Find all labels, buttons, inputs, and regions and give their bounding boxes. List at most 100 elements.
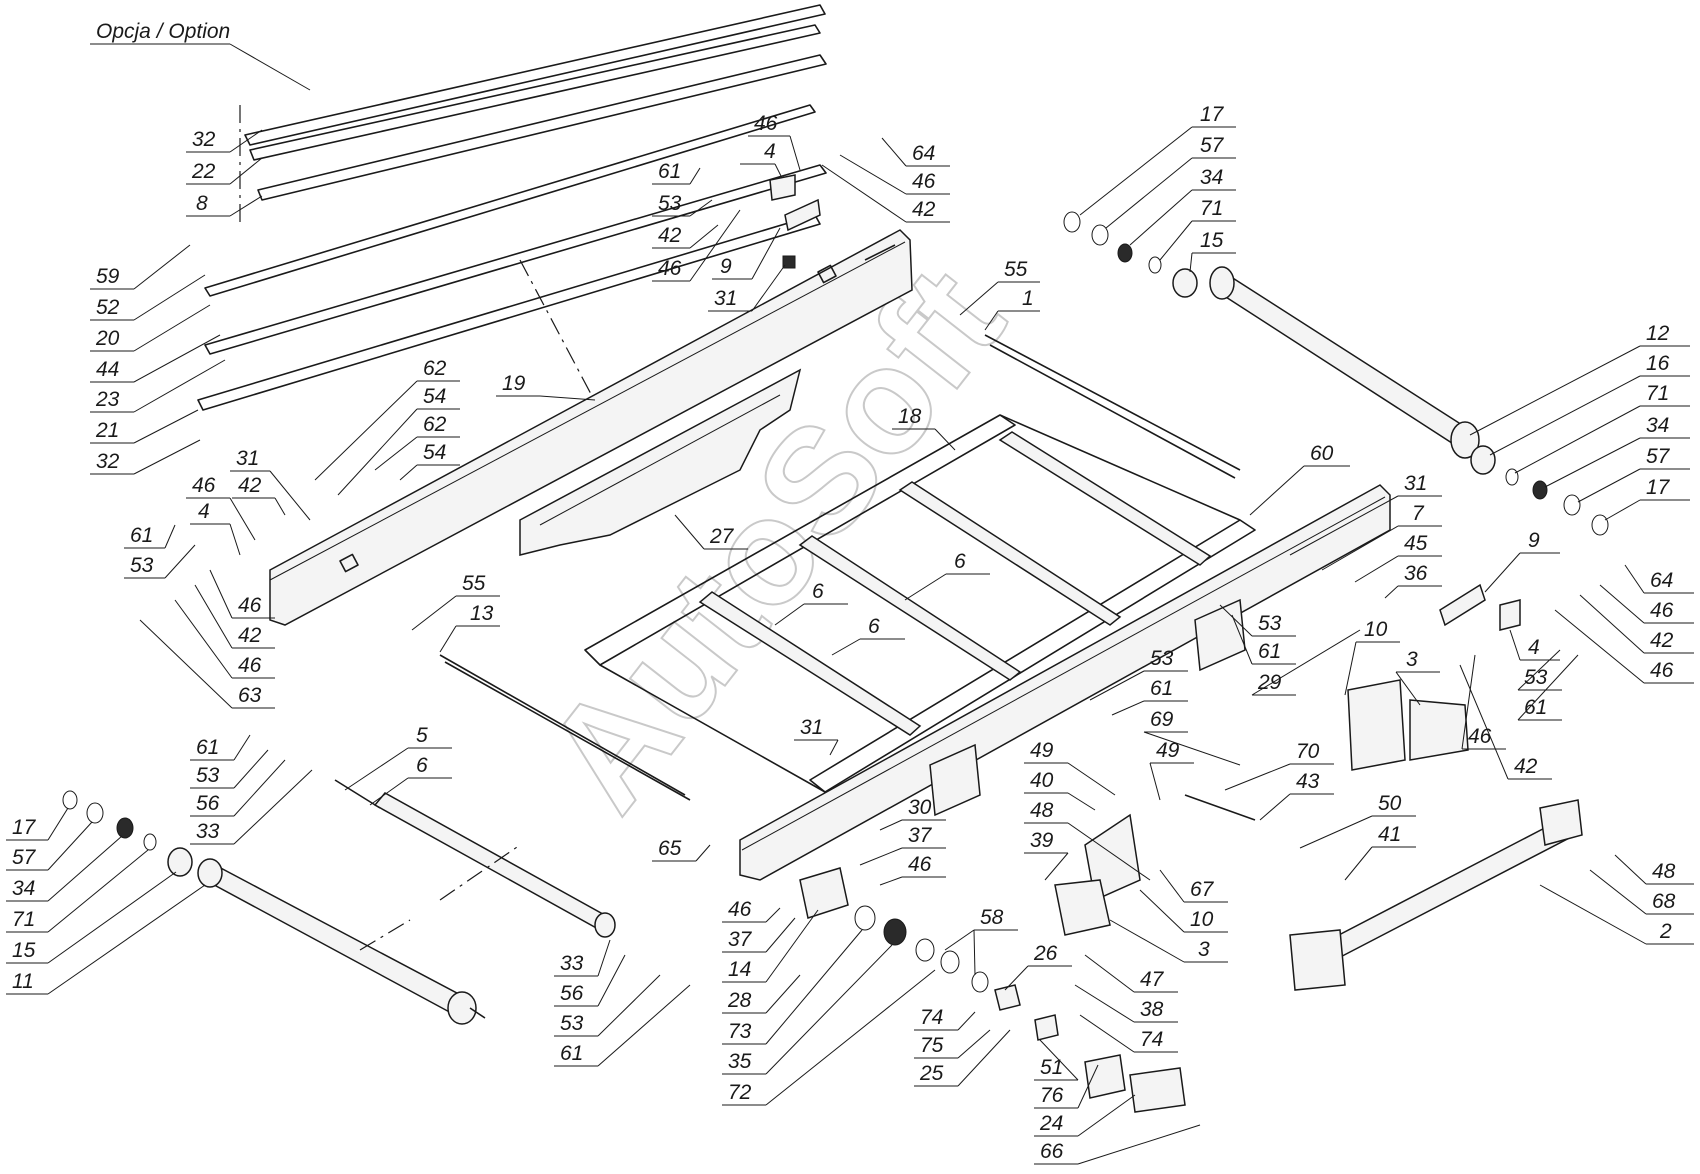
callout-61d: 61 xyxy=(1524,696,1547,719)
callout-72: 72 xyxy=(728,1081,752,1104)
callout-56: 56 xyxy=(196,792,220,815)
callout-48b: 48 xyxy=(1652,860,1676,883)
callout-37: 37 xyxy=(908,824,933,847)
callout-57: 57 xyxy=(1200,134,1225,157)
callout-31b: 31 xyxy=(236,447,259,470)
callout-20: 20 xyxy=(95,327,120,350)
callout-28: 28 xyxy=(727,989,752,1012)
callout-53c: 53 xyxy=(1258,612,1282,635)
callout-71: 71 xyxy=(1200,197,1223,220)
callout-54b: 54 xyxy=(423,441,446,464)
callout-54: 54 xyxy=(423,385,446,408)
callout-53f: 53 xyxy=(196,764,220,787)
callout-2: 2 xyxy=(1659,920,1672,943)
callout-27: 27 xyxy=(709,525,735,548)
callout-4: 4 xyxy=(764,140,776,163)
callout-33b: 33 xyxy=(560,952,584,975)
mount-plate-48-10-3 xyxy=(1054,813,1141,936)
callout-38: 38 xyxy=(1140,998,1164,1021)
callout-43: 43 xyxy=(1296,770,1320,793)
callout-68: 68 xyxy=(1652,890,1676,913)
callout-46d: 46 xyxy=(192,474,216,497)
callout-19: 19 xyxy=(502,372,526,395)
callout-17c: 17 xyxy=(12,816,37,839)
callout-46h: 46 xyxy=(1650,659,1674,682)
callout-46b: 46 xyxy=(658,257,682,280)
callout-52: 52 xyxy=(96,296,120,319)
callout-35: 35 xyxy=(728,1050,752,1073)
washers-right-mid xyxy=(1470,445,1609,536)
callout-25: 25 xyxy=(919,1062,944,1085)
frame-18 xyxy=(584,414,1256,793)
callout-42c: 42 xyxy=(238,474,262,497)
callout-61b: 61 xyxy=(130,524,153,547)
callout-67: 67 xyxy=(1190,878,1215,901)
bolt-70 xyxy=(1184,794,1256,821)
callout-66: 66 xyxy=(1040,1140,1064,1163)
callout-31d: 31 xyxy=(800,716,823,739)
callout-36: 36 xyxy=(1404,562,1428,585)
callout-10b: 10 xyxy=(1190,908,1214,931)
callout-53e: 53 xyxy=(1150,647,1174,670)
callout-21: 21 xyxy=(95,419,119,442)
callout-74: 74 xyxy=(920,1006,943,1029)
callout-70: 70 xyxy=(1296,740,1320,763)
centerline-left xyxy=(439,844,521,901)
callout-56b: 56 xyxy=(560,982,584,1005)
callout-40: 40 xyxy=(1030,769,1054,792)
callout-6c: 6 xyxy=(868,615,880,638)
callout-26: 26 xyxy=(1033,942,1058,965)
callout-17: 17 xyxy=(1200,103,1225,126)
callout-5: 5 xyxy=(416,724,428,747)
callout-69: 69 xyxy=(1150,708,1174,731)
plate-9-right xyxy=(1439,583,1521,631)
callout-76: 76 xyxy=(1040,1084,1064,1107)
callout-53g: 53 xyxy=(560,1012,584,1035)
callout-74b: 74 xyxy=(1140,1028,1163,1051)
callout-50: 50 xyxy=(1378,792,1402,815)
callout-48: 48 xyxy=(1030,799,1054,822)
callout-4b: 4 xyxy=(198,500,210,523)
callout-46j: 46 xyxy=(908,853,932,876)
callout-46e: 46 xyxy=(238,594,262,617)
callout-13: 13 xyxy=(470,602,494,625)
callout-62: 62 xyxy=(423,357,447,380)
callout-8: 8 xyxy=(196,192,208,215)
roller-assembly-12 xyxy=(1209,266,1480,459)
callout-33: 33 xyxy=(196,820,220,843)
option-label: Opcja / Option xyxy=(96,20,230,43)
callout-32b: 32 xyxy=(96,450,120,473)
drive-parts-bottom xyxy=(799,867,1186,1113)
callout-42e: 42 xyxy=(1650,629,1674,652)
callout-46: 46 xyxy=(754,112,778,135)
callout-29: 29 xyxy=(1257,671,1282,694)
callout-42d: 42 xyxy=(238,624,262,647)
callout-12: 12 xyxy=(1646,322,1670,345)
callout-42b: 42 xyxy=(912,198,936,221)
callout-62b: 62 xyxy=(423,413,447,436)
callout-59: 59 xyxy=(96,265,120,288)
callout-61: 61 xyxy=(658,160,681,183)
callout-51: 51 xyxy=(1040,1056,1063,1079)
callout-41: 41 xyxy=(1378,823,1401,846)
callout-3: 3 xyxy=(1406,648,1418,671)
centerline-bottom xyxy=(359,919,411,951)
callout-53: 53 xyxy=(658,192,682,215)
rail-22-8-option xyxy=(244,4,827,201)
callout-3b: 3 xyxy=(1198,938,1210,961)
callout-61e: 61 xyxy=(1150,677,1173,700)
axle-2 xyxy=(1289,799,1583,991)
callout-46i: 46 xyxy=(1468,725,1492,748)
callout-42: 42 xyxy=(658,224,682,247)
callout-9: 9 xyxy=(720,255,732,278)
callout-73: 73 xyxy=(728,1020,752,1043)
callout-37b: 37 xyxy=(728,928,753,951)
roller-5-6 xyxy=(334,779,616,938)
callout-55b: 55 xyxy=(462,572,486,595)
callout-53b: 53 xyxy=(130,554,154,577)
callout-6d: 6 xyxy=(416,754,428,777)
callout-6: 6 xyxy=(954,550,966,573)
bracket-4-left-top xyxy=(769,174,821,269)
callout-7: 7 xyxy=(1412,502,1425,525)
callout-15b: 15 xyxy=(12,939,36,962)
